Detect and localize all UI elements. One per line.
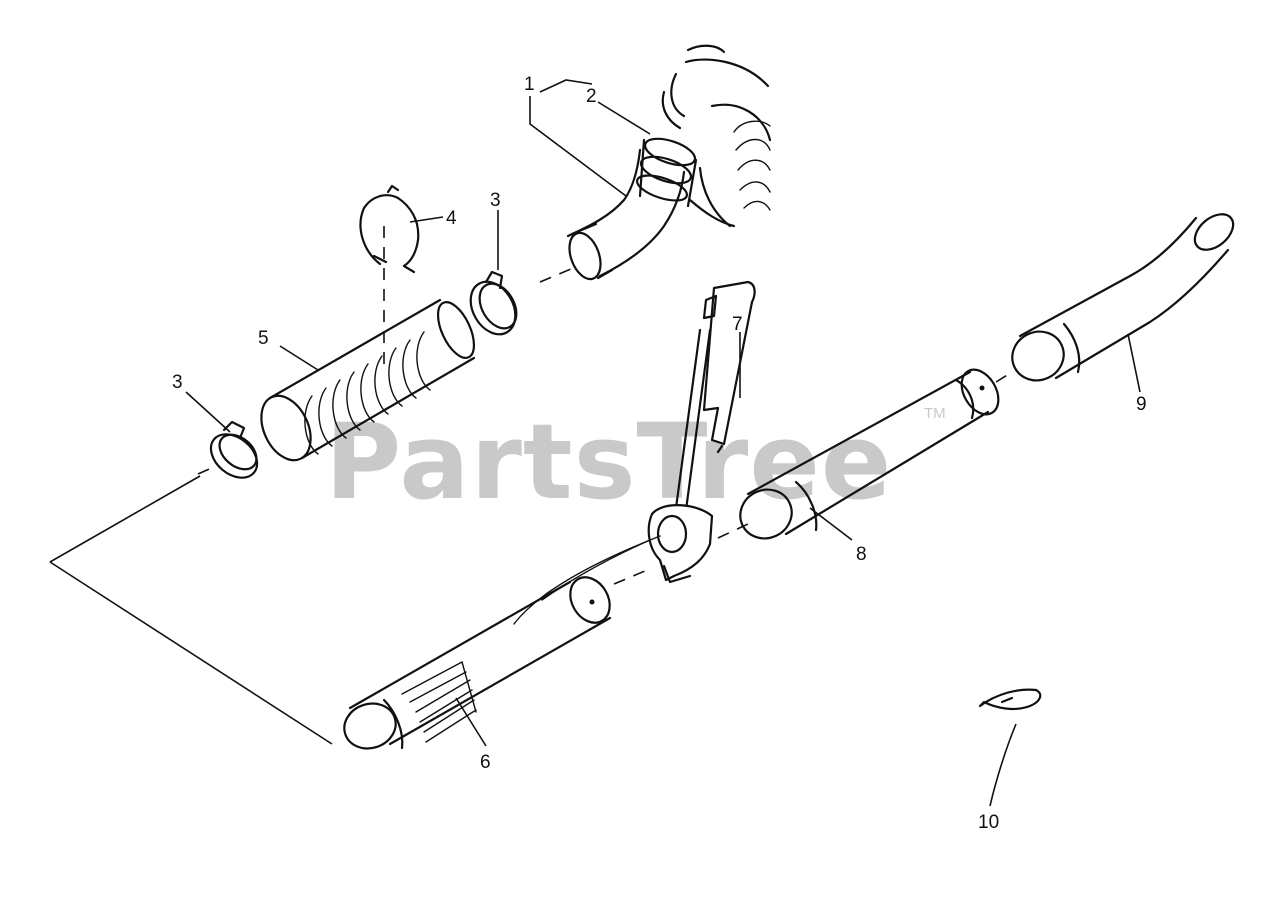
alignment-line xyxy=(613,567,653,585)
blower-tube-8 xyxy=(739,368,1000,540)
alignment-line xyxy=(539,265,579,283)
callout-7: 7 xyxy=(732,314,743,335)
callout-3-upper: 3 xyxy=(490,190,501,211)
leader-lines xyxy=(49,79,1141,807)
hose-clamp-3-upper xyxy=(469,270,518,336)
callout-9: 9 xyxy=(1136,394,1147,415)
tie-strap-10 xyxy=(978,688,1042,711)
callout-8: 8 xyxy=(856,544,867,565)
hose-clamp-3-lower xyxy=(209,420,259,479)
nozzle-tube-6 xyxy=(343,576,612,750)
flex-hose-5 xyxy=(260,298,476,462)
alignment-line xyxy=(717,523,749,539)
blower-housing xyxy=(661,44,772,228)
hose-clamp-4 xyxy=(359,184,420,274)
throttle-handle-7 xyxy=(647,280,756,584)
blower-tube-9 xyxy=(1011,213,1235,382)
callout-3-lower: 3 xyxy=(172,372,183,393)
throttle-cable xyxy=(513,535,661,625)
callout-2: 2 xyxy=(586,86,597,107)
callout-5: 5 xyxy=(258,328,269,349)
callout-4: 4 xyxy=(446,208,457,229)
callout-6: 6 xyxy=(480,752,491,773)
callout-10: 10 xyxy=(978,812,999,833)
alignment-line xyxy=(995,371,1013,383)
elbow-tube xyxy=(566,137,698,281)
alignment-line xyxy=(197,465,217,475)
callout-1: 1 xyxy=(524,74,535,95)
watermark-text: PartsTree xyxy=(325,401,892,523)
watermark-trademark: TM xyxy=(924,405,946,422)
